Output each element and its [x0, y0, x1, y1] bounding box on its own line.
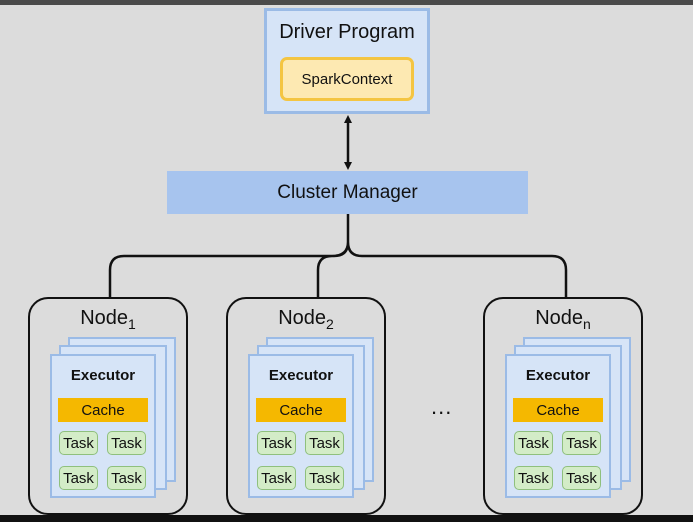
- task-box: Task: [107, 466, 146, 490]
- cluster-manager-box: Cluster Manager: [167, 171, 528, 214]
- task-box: Task: [107, 431, 146, 455]
- cache-box: Cache: [58, 398, 148, 422]
- task-box: Task: [562, 431, 601, 455]
- node-n: Noden Executor Cache Task Task Task Task: [483, 297, 643, 515]
- executor-box: Executor Cache Task Task Task Task: [248, 354, 354, 498]
- task-box: Task: [59, 431, 98, 455]
- executor-label: Executor: [525, 367, 591, 384]
- node-1-subscript: 1: [128, 316, 136, 332]
- task-box: Task: [305, 431, 344, 455]
- task-box: Task: [257, 466, 296, 490]
- task-box: Task: [514, 431, 553, 455]
- task-box: Task: [514, 466, 553, 490]
- executor-label: Executor: [268, 367, 334, 384]
- driver-program-box: Driver Program SparkContext: [264, 8, 430, 114]
- node-1: Node1 Executor Cache Task Task Task Task: [28, 297, 188, 515]
- executor-label: Executor: [70, 367, 136, 384]
- driver-program-title: Driver Program: [279, 21, 415, 43]
- cluster-to-nodes-connector: [108, 214, 568, 297]
- node-2-title: Node2: [228, 307, 384, 332]
- top-window-edge: [0, 0, 693, 5]
- cache-box: Cache: [256, 398, 346, 422]
- node-n-name: Node: [535, 307, 583, 329]
- more-nodes-ellipsis: ...: [431, 394, 453, 419]
- executor-box: Executor Cache Task Task Task Task: [505, 354, 611, 498]
- task-box: Task: [59, 466, 98, 490]
- spark-context-box: SparkContext: [280, 57, 414, 101]
- task-box: Task: [562, 466, 601, 490]
- node-n-title: Noden: [485, 307, 641, 332]
- executor-box: Executor Cache Task Task Task Task: [50, 354, 156, 498]
- node-2-name: Node: [278, 307, 326, 329]
- task-box: Task: [305, 466, 344, 490]
- node-1-name: Node: [80, 307, 128, 329]
- node-2: Node2 Executor Cache Task Task Task Task: [226, 297, 386, 515]
- node-2-subscript: 2: [326, 316, 334, 332]
- node-1-title: Node1: [30, 307, 186, 332]
- node-n-subscript: n: [583, 316, 591, 332]
- bottom-window-edge: [0, 515, 693, 522]
- cache-box: Cache: [513, 398, 603, 422]
- task-box: Task: [257, 431, 296, 455]
